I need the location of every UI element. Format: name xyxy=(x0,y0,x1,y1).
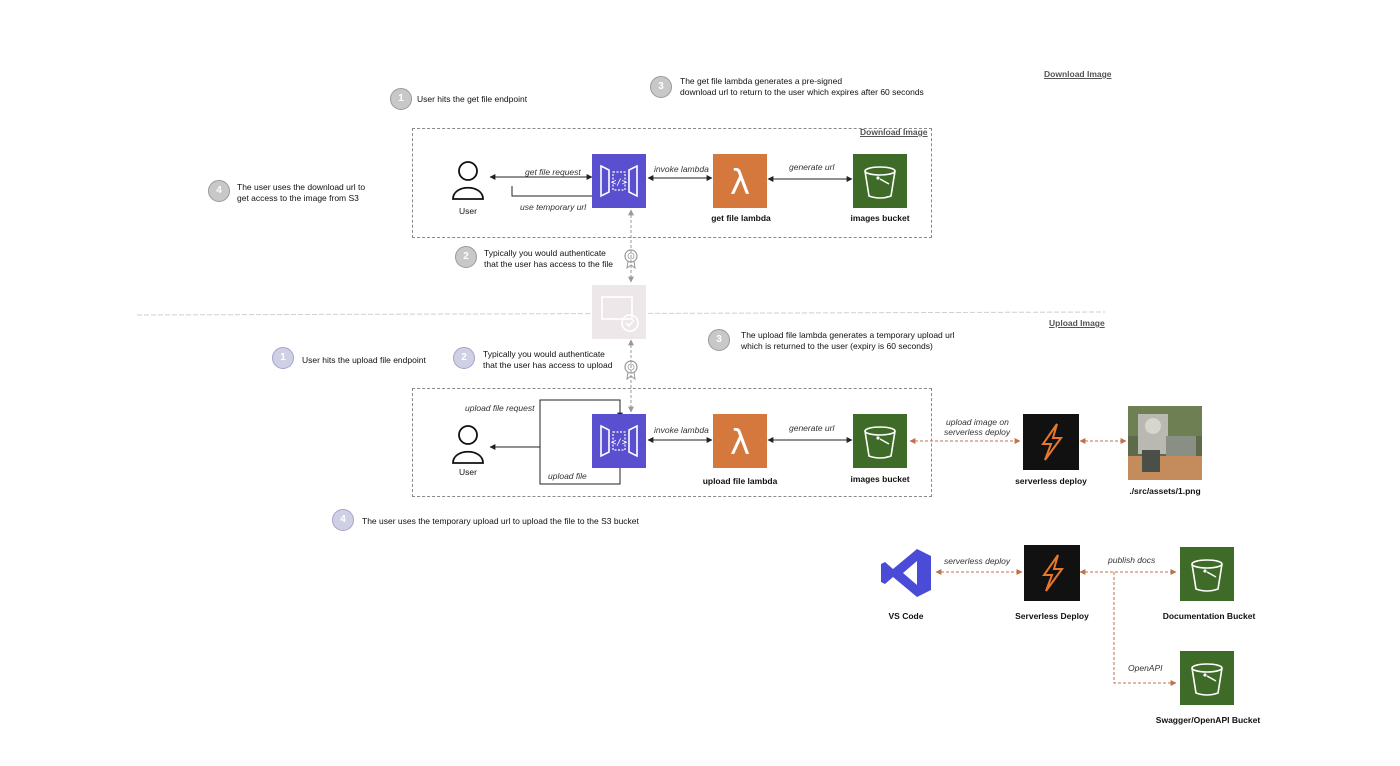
vscode-label: VS Code xyxy=(888,611,924,621)
download-step-2-line2: that the user has access to the file xyxy=(484,259,613,269)
download-edge-generate-label: generate url xyxy=(789,162,835,172)
svg-text:</>: </> xyxy=(611,178,628,188)
lambda-icon[interactable]: λ xyxy=(713,414,767,468)
upload-step-3-badge: 3 xyxy=(708,329,730,351)
download-section-link[interactable]: Download Image xyxy=(1044,69,1112,79)
publish-docs-edge-label: publish docs xyxy=(1108,555,1156,565)
edge-upload-file-request xyxy=(539,399,623,447)
user-icon xyxy=(452,425,484,464)
serverless-icon[interactable] xyxy=(1024,545,1080,601)
upload-serverless-label: serverless deploy xyxy=(1015,476,1087,486)
upload-edge-invoke-label: invoke lambda xyxy=(654,425,709,435)
s3-bucket-icon[interactable] xyxy=(1180,547,1234,601)
edge-openapi xyxy=(1113,572,1177,686)
swagger-bucket-label: Swagger/OpenAPI Bucket xyxy=(1155,715,1261,725)
svg-text:</>: </> xyxy=(611,438,628,448)
edge-upload-file xyxy=(539,447,623,485)
svg-text:λ: λ xyxy=(730,163,750,203)
download-edge-request-label: get file request xyxy=(525,167,581,177)
download-user-label: User xyxy=(459,206,477,216)
upload-section-link[interactable]: Upload Image xyxy=(1049,318,1105,328)
download-edge-invoke-label: invoke lambda xyxy=(654,164,709,174)
upload-edge-response-label: upload file xyxy=(548,471,587,481)
openapi-edge-label: OpenAPI xyxy=(1128,663,1163,673)
lambda-icon[interactable]: λ xyxy=(713,154,767,208)
download-edge-response-label: use temporary url xyxy=(520,202,587,212)
download-step-4-line1: The user uses the download url to xyxy=(237,182,366,192)
upload-step-1-text: User hits the upload file endpoint xyxy=(302,355,426,365)
certificate-icon xyxy=(624,249,638,269)
s3-bucket-icon[interactable] xyxy=(853,414,907,468)
upload-edge-deploy-line2: serverless deploy xyxy=(944,427,1011,437)
upload-step-2-badge: 2 xyxy=(453,347,475,369)
upload-step-4-badge: 4 xyxy=(332,509,354,531)
serverless-deploy-label: Serverless Deploy xyxy=(1015,611,1089,621)
download-step-2-badge: 2 xyxy=(455,246,477,268)
download-step-1-badge: 1 xyxy=(390,88,412,110)
serverless-icon[interactable] xyxy=(1023,414,1079,470)
upload-image-group xyxy=(412,388,932,497)
upload-step-2-line2: that the user has access to upload xyxy=(483,360,613,370)
photo-thumbnail[interactable] xyxy=(1128,406,1202,480)
download-step-3-line2: download url to return to the user which… xyxy=(680,87,924,97)
download-image-group xyxy=(412,128,932,238)
upload-step-3-line1: The upload file lambda generates a tempo… xyxy=(741,330,955,340)
upload-images-bucket-label: images bucket xyxy=(850,474,910,484)
s3-bucket-icon[interactable] xyxy=(1180,651,1234,705)
asset-label: ./src/assets/1.png xyxy=(1129,486,1201,496)
upload-step-1-badge: 1 xyxy=(272,347,294,369)
deploy-edge-label: serverless deploy xyxy=(944,556,1011,566)
api-gateway-icon[interactable]: </> xyxy=(592,414,646,468)
upload-edge-generate-label: generate url xyxy=(789,423,835,433)
documentation-bucket-label: Documentation Bucket xyxy=(1162,611,1256,621)
vscode-icon[interactable] xyxy=(879,547,933,599)
upload-step-4-text: The user uses the temporary upload url t… xyxy=(362,516,639,526)
download-step-2-line1: Typically you would authenticate xyxy=(484,248,606,258)
download-step-4-badge: 4 xyxy=(208,180,230,202)
upload-file-lambda-label: upload file lambda xyxy=(702,476,778,486)
download-step-1-text: User hits the get file endpoint xyxy=(417,94,528,104)
download-step-3-line1: The get file lambda generates a pre-sign… xyxy=(680,76,843,86)
upload-step-2-line1: Typically you would authenticate xyxy=(483,349,605,359)
download-step-3-badge: 3 xyxy=(650,76,672,98)
download-group-title: Download Image xyxy=(860,127,928,137)
upload-edge-deploy-line1: upload image on xyxy=(946,417,1009,427)
svg-text:λ: λ xyxy=(730,423,750,463)
user-icon xyxy=(452,161,484,200)
upload-user-label: User xyxy=(459,467,477,477)
s3-bucket-icon[interactable] xyxy=(853,154,907,208)
authorizer-icon[interactable] xyxy=(592,285,646,339)
upload-edge-request-label: upload file request xyxy=(465,403,535,413)
certificate-icon xyxy=(624,360,638,380)
get-file-lambda-label: get file lambda xyxy=(711,213,771,223)
api-gateway-icon[interactable]: </> xyxy=(592,154,646,208)
download-step-4-line2: get access to the image from S3 xyxy=(237,193,359,203)
download-images-bucket-label: images bucket xyxy=(850,213,910,223)
upload-step-3-line2: which is returned to the user (expiry is… xyxy=(741,341,933,351)
edge-use-temporary-url xyxy=(511,186,592,197)
